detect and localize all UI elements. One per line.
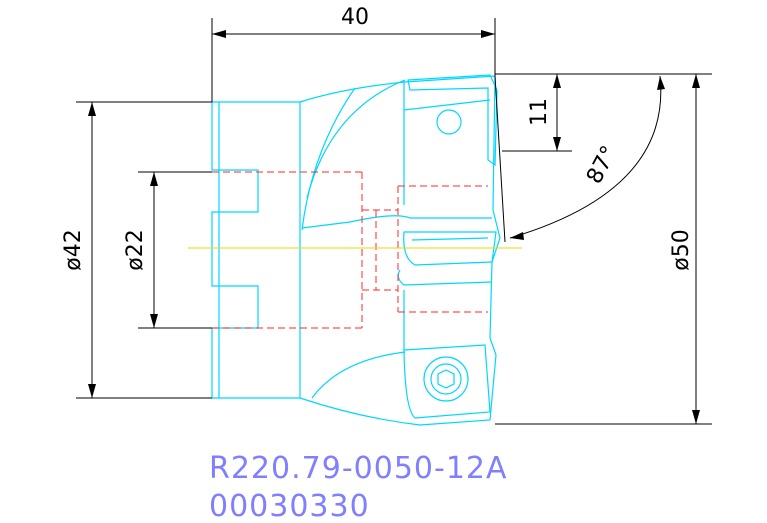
dimension-angle-87-label: 87°	[582, 142, 622, 188]
dimension-lines	[76, 18, 712, 425]
dimension-diameter-42-label: ø42	[61, 229, 86, 270]
part-number-label: R220.79-0050-12A	[209, 451, 508, 486]
dimension-diameter-22-label: ø22	[123, 229, 148, 270]
dimension-11-label: 11	[527, 98, 552, 126]
hidden-bore-lines	[212, 171, 488, 329]
dimension-diameter-50-label: ø50	[669, 229, 694, 270]
cutter-body-outline	[211, 74, 501, 426]
dimension-40-label: 40	[341, 5, 369, 30]
part-code-label: 00030330	[209, 489, 370, 523]
